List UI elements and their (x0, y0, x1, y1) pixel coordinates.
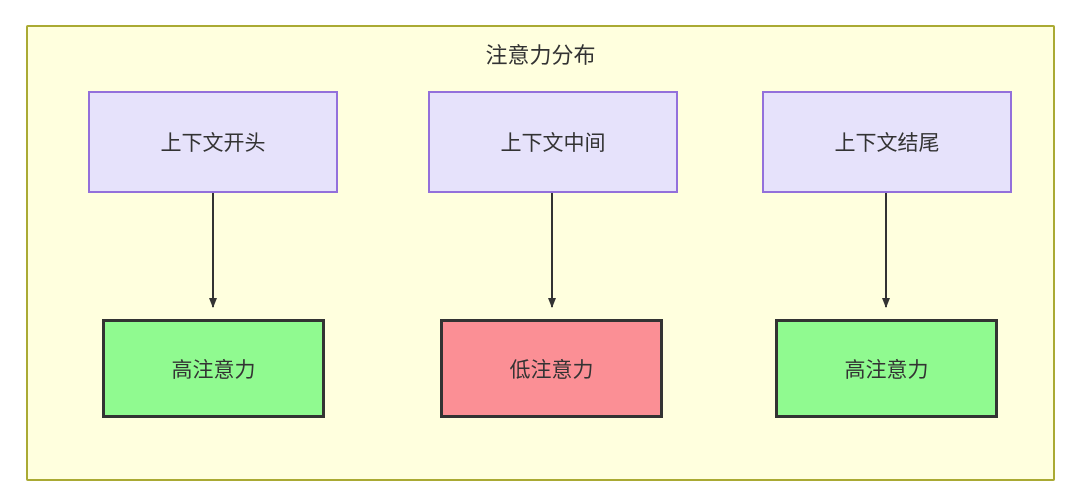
node-context-middle[interactable]: 上下文中间 (428, 91, 678, 193)
node-context-end[interactable]: 上下文结尾 (762, 91, 1012, 193)
node-label: 上下文中间 (500, 132, 606, 155)
node-low-attention-middle[interactable]: 低注意力 (440, 319, 663, 418)
node-label: 上下文开头 (160, 132, 266, 155)
node-label: 上下文结尾 (834, 132, 940, 155)
node-high-attention-end[interactable]: 高注意力 (775, 319, 998, 418)
node-label: 高注意力 (171, 358, 256, 382)
node-context-start[interactable]: 上下文开头 (88, 91, 338, 193)
node-high-attention-start[interactable]: 高注意力 (102, 319, 325, 418)
node-label: 高注意力 (844, 358, 929, 382)
cluster-title: 注意力分布 (485, 43, 596, 68)
node-label: 低注意力 (509, 358, 594, 382)
